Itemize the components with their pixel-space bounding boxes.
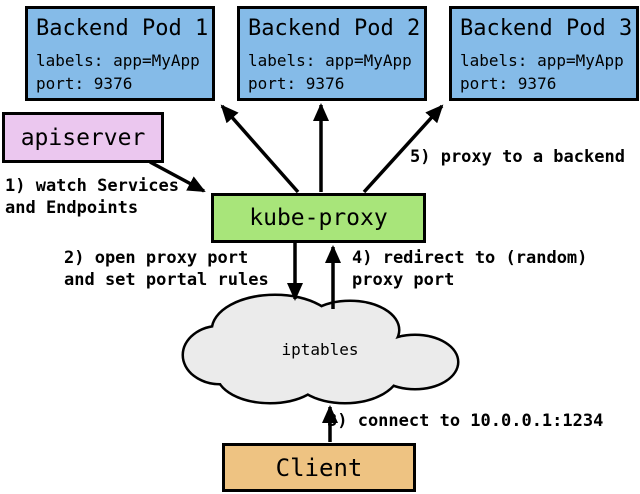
pod-labels: labels: app=MyApp (36, 51, 200, 70)
pod-title: Backend Pod 1 (36, 16, 209, 41)
pod-port: port: 9376 (36, 74, 133, 93)
step-3-label: 3) connect to 10.0.0.1:1234 (327, 411, 604, 431)
arrow-kubeproxy-to-pod1 (220, 104, 300, 194)
step-4-label: 4) redirect to (random) proxy port (352, 248, 588, 290)
kube-proxy-label: kube-proxy (249, 205, 388, 231)
iptables-label: iptables (281, 340, 359, 359)
backend-pod-1-box: Backend Pod 1 labels: app=MyApp port: 93… (25, 6, 215, 101)
step-1-label: 1) watch Services and Endpoints (5, 176, 179, 218)
pod-title: Backend Pod 3 (460, 16, 633, 41)
client-label: Client (275, 453, 363, 482)
apiserver-label: apiserver (20, 124, 146, 151)
step-5-label: 5) proxy to a backend (410, 147, 625, 167)
apiserver-box: apiserver (2, 112, 164, 163)
backend-pod-3-box: Backend Pod 3 labels: app=MyApp port: 93… (449, 6, 639, 101)
iptables-cloud (181, 293, 460, 405)
backend-pod-2-box: Backend Pod 2 labels: app=MyApp port: 93… (237, 6, 427, 101)
pod-port: port: 9376 (460, 74, 557, 93)
client-box: Client (222, 443, 416, 492)
step-2-label: 2) open proxy port and set portal rules (64, 248, 269, 290)
arrow-kubeproxy-to-pod3 (362, 104, 444, 194)
arrow-apiserver-to-kubeproxy (149, 160, 206, 193)
pod-labels: labels: app=MyApp (248, 51, 412, 70)
pod-port: port: 9376 (248, 74, 345, 93)
kube-proxy-box: kube-proxy (211, 193, 426, 243)
pod-labels: labels: app=MyApp (460, 51, 624, 70)
pod-title: Backend Pod 2 (248, 16, 421, 41)
